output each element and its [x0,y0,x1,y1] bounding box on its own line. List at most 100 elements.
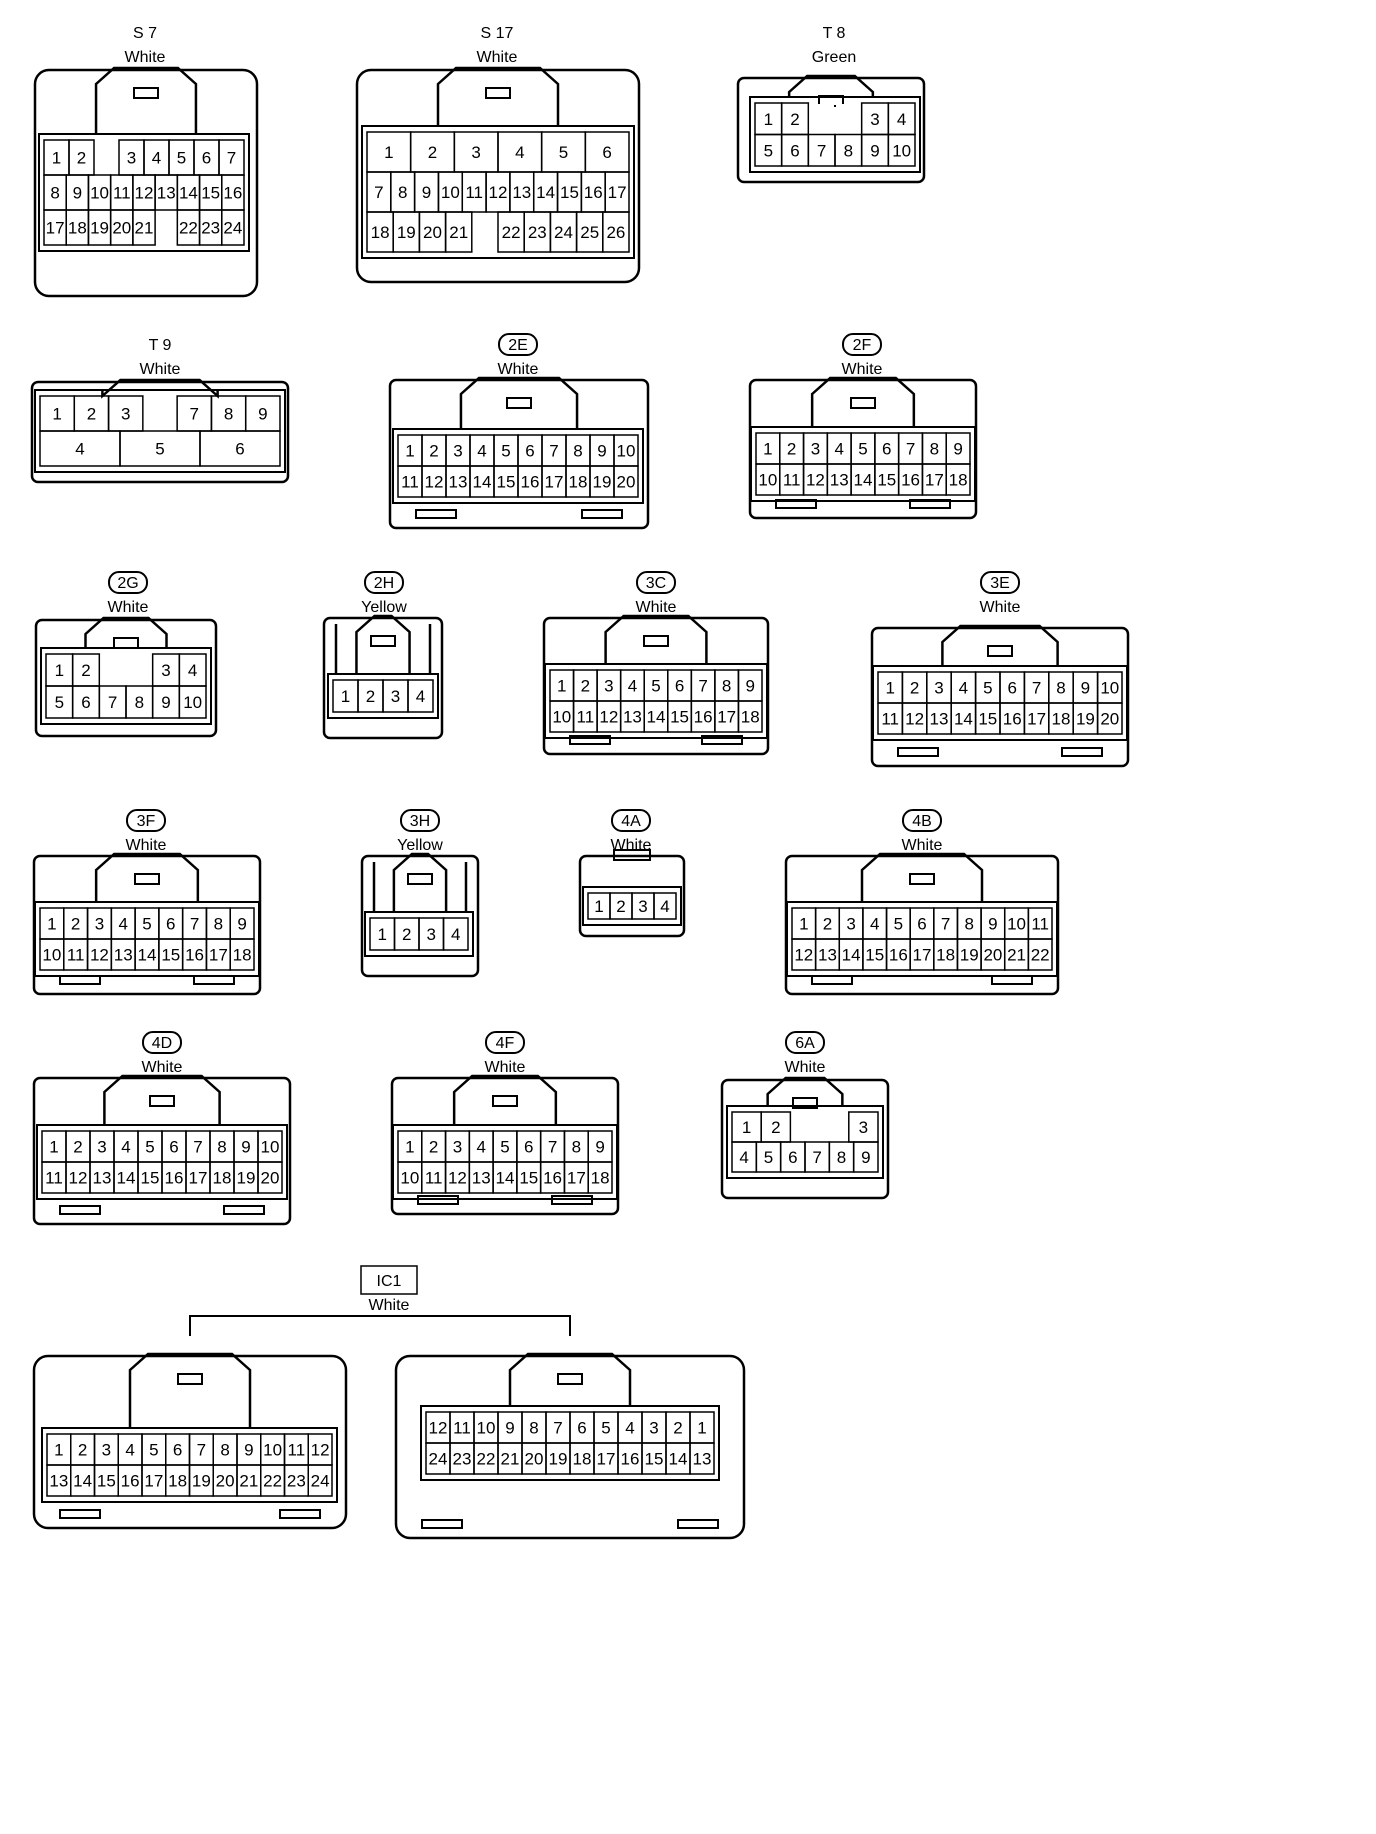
pin-number: 3 [121,405,130,424]
rail [677,1519,719,1529]
pin-number: 5 [177,149,186,168]
pin-number: 16 [901,471,920,490]
pin-number: 16 [121,1472,140,1491]
pin-number: 15 [141,1169,160,1188]
pin-number: 5 [145,1138,154,1157]
pin-number: 1 [799,915,808,934]
pin-number: 14 [138,946,157,965]
connector-frame [786,901,1058,977]
pin-number: 17 [46,219,65,238]
latch-tab [506,397,532,409]
pin-number: 1 [742,1118,751,1137]
pin-number: 21 [1007,946,1026,965]
connector-frame [364,911,474,957]
blank-slot [820,1113,848,1141]
pin-number: 4 [75,440,84,459]
pin-number: 14 [954,710,973,729]
pin-number: 10 [477,1419,496,1438]
latch-tab [909,873,935,885]
latch [941,624,1059,666]
connector-frame [582,886,682,926]
pin-number: 12 [489,183,508,202]
connector-color: Yellow [361,599,407,616]
pin-number: 17 [597,1450,616,1469]
pin-cell [307,1464,333,1497]
pin-number: 6 [788,1148,797,1167]
connector-code: 3H [410,813,430,830]
pin-number: 14 [117,1169,136,1188]
pin-number: 1 [697,1419,706,1438]
connector-color: White [485,1059,526,1076]
pin-number: 1 [341,687,350,706]
pin-number: 9 [597,442,606,461]
pin-number: 19 [90,219,109,238]
connector-frame [392,1124,618,1200]
connector-frame [544,663,768,739]
rail [811,975,853,985]
pin-number: 7 [906,440,915,459]
pin-number: 4 [152,149,161,168]
pin-number: 19 [593,473,612,492]
pin-cell [229,938,255,971]
pin-number: 3 [870,110,879,129]
latch [84,616,168,648]
pin-number: 15 [865,946,884,965]
pin-number: 5 [651,677,660,696]
pin-number: 4 [628,677,637,696]
pin-number: 11 [783,471,801,490]
connector-color: White [498,361,539,378]
connector-code: 3F [137,813,156,830]
latch-tab [492,1095,518,1107]
pin-number: 11 [425,1169,443,1188]
pin-number: 16 [521,473,540,492]
pin-number: 10 [261,1138,280,1157]
connector-color: White [126,837,167,854]
pin-number: 25 [580,223,599,242]
pin-number: 8 [844,141,853,160]
pin-number: 8 [135,693,144,712]
pin-number: 13 [693,1450,712,1469]
latch-tab [407,873,433,885]
pin-number: 6 [202,149,211,168]
pin-number: 3 [604,677,613,696]
pin-number: 8 [573,442,582,461]
code-pill [498,333,538,356]
rail [415,509,457,519]
pin-number: 1 [885,679,894,698]
code-pill [842,333,882,356]
pin-cell [587,1161,613,1194]
pin-number: 13 [49,1472,68,1491]
pin-number: 13 [157,184,176,203]
blank-slot [143,397,177,430]
pin-number: 6 [166,915,175,934]
pin-number: 7 [941,915,950,934]
connector-shell [34,618,218,738]
connector-shell [360,854,480,978]
blank-slot [127,655,152,685]
rail [59,1205,101,1215]
pin-number: 23 [453,1450,472,1469]
pin-number: 10 [617,442,636,461]
pin-number: 10 [42,946,61,965]
pin-number: 2 [402,925,411,944]
pin-number: 10 [1007,915,1026,934]
pin-number: 13 [512,183,531,202]
pin-number: 4 [118,915,127,934]
pin-number: 12 [311,1441,330,1460]
connector-shell [394,1354,746,1540]
pin-number: 14 [473,473,492,492]
pin-number: 17 [189,1169,208,1188]
latch [128,1352,252,1428]
pin-number: 2 [77,149,86,168]
pin-cell [852,1141,879,1173]
pin-number: 9 [237,915,246,934]
pin-cell [178,685,207,719]
connector-frame [36,1124,288,1200]
pin-number: 2 [73,1138,82,1157]
code-pill [364,571,404,594]
pin-number: 3 [453,442,462,461]
connector-color: White [611,837,652,854]
